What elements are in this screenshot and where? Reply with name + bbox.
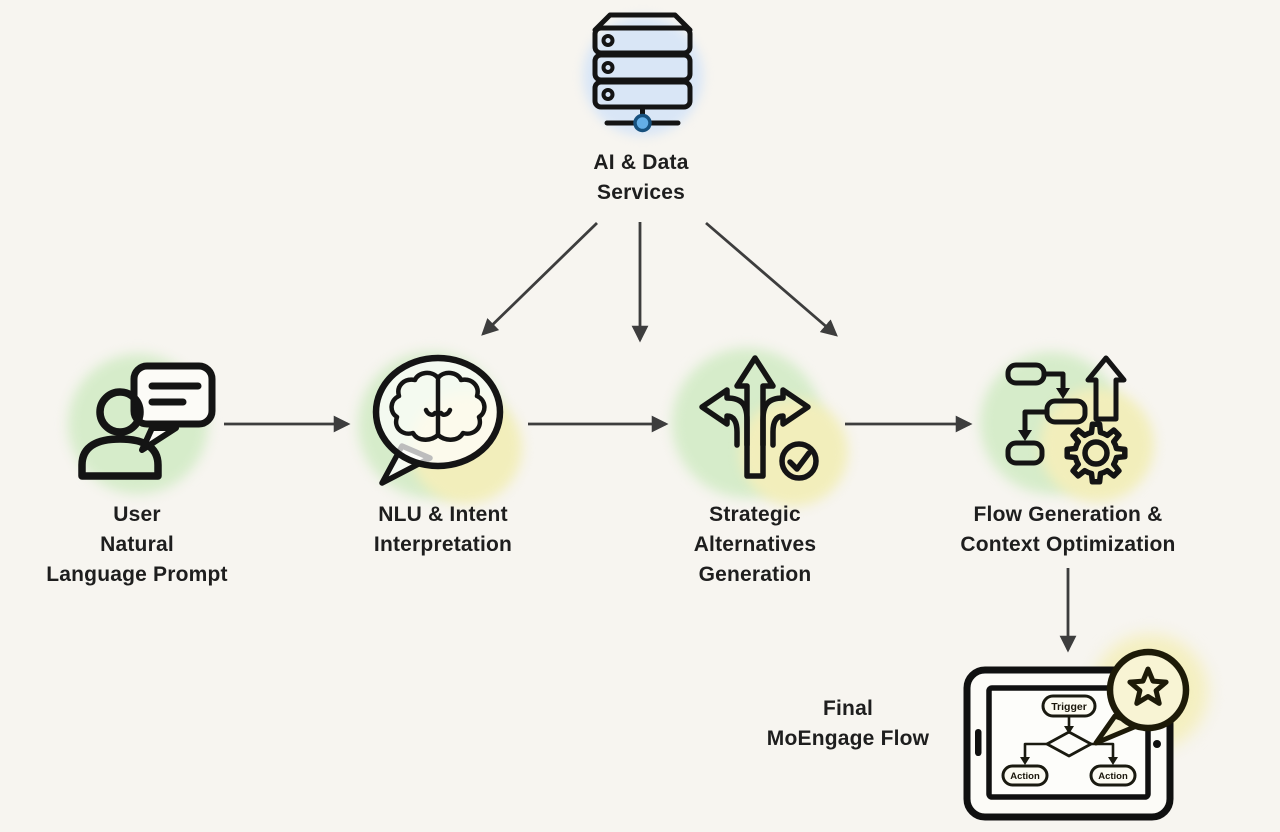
label-line: Alternatives [693, 533, 817, 556]
left-branch-arrow [699, 387, 750, 448]
server-icon [592, 12, 693, 133]
brain-speech-icon [372, 354, 504, 486]
action-pill-right [1089, 764, 1137, 787]
flow-box [1005, 440, 1045, 466]
mini-arrowhead [1108, 757, 1118, 765]
gear-icon [1064, 421, 1128, 485]
arrow-ai-to-nlu [481, 221, 598, 336]
action-left-label: Action [1010, 771, 1040, 782]
chat-bubble [130, 362, 216, 428]
check-mark [787, 450, 812, 472]
user-chat-icon [78, 362, 216, 480]
label-line: AI & Data [593, 151, 689, 174]
label-line: Generation [698, 563, 812, 586]
tablet-flow-star-icon: Trigger Action Action [963, 648, 1190, 821]
strategic-label: Strategic Alternatives Generation [605, 500, 905, 590]
label-line: Flow Generation & [973, 503, 1163, 526]
mini-flowchart [1001, 694, 1137, 787]
label-line: Strategic [709, 503, 801, 526]
flow-connector [1022, 409, 1050, 434]
label-line: MoEngage Flow [766, 727, 930, 750]
brain-glyph [389, 370, 487, 442]
arrow-ai-to-flowgen [705, 221, 838, 337]
flow-arrowhead [1018, 430, 1032, 441]
flowgen-label: Flow Generation & Context Optimization [918, 500, 1218, 560]
label-line: Context Optimization [960, 533, 1176, 556]
tablet-camera-dot [1153, 740, 1161, 748]
action-pill-left [1001, 764, 1049, 787]
up-branch-arrow [734, 355, 776, 479]
label-line: NLU & Intent [378, 503, 508, 526]
star-bubble [1106, 648, 1190, 732]
decision-diamond [1045, 730, 1093, 758]
network-dot [633, 113, 652, 133]
action-right-label: Action [1098, 771, 1128, 782]
flow-arrowhead [1056, 388, 1070, 399]
nlu-intent-label: NLU & Intent Interpretation [293, 500, 593, 560]
mini-connector [1023, 742, 1047, 758]
final-flow-label: Final MoEngage Flow [748, 694, 948, 754]
label-line: Final [822, 697, 873, 720]
mini-arrowhead [1020, 757, 1030, 765]
flow-box [1044, 398, 1088, 425]
flowchart-gear-icon [1005, 355, 1128, 485]
mini-arrowhead [1064, 726, 1074, 734]
flow-connector [1041, 371, 1066, 392]
tablet-side-button [975, 729, 982, 756]
label-line: User [113, 503, 161, 526]
star-icon [1127, 666, 1169, 706]
trigger-label: Trigger [1051, 701, 1087, 713]
person-head [96, 388, 144, 436]
flow-box [1005, 362, 1047, 386]
label-line: Language Prompt [46, 563, 228, 586]
label-line: Services [596, 181, 685, 204]
ai-services-label: AI & Data Services [541, 148, 741, 208]
person-body [78, 435, 162, 480]
user-prompt-label: User Natural Language Prompt [0, 500, 287, 590]
right-branch-arrow [760, 387, 811, 448]
label-line: Natural [100, 533, 174, 556]
up-arrow-outline [1085, 355, 1127, 422]
check-circle [779, 441, 819, 481]
gear-hub [1082, 439, 1110, 467]
label-line: Interpretation [373, 533, 513, 556]
branching-arrows-check-icon [699, 355, 819, 481]
